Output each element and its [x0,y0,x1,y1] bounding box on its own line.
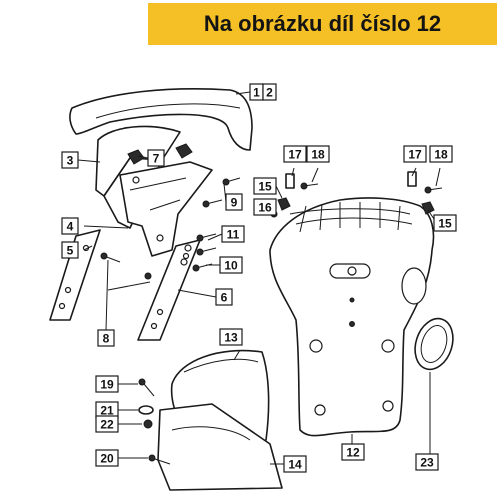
clips-7 [127,143,193,165]
label-2: 2 [266,86,273,100]
bracket-4 [119,161,213,257]
callout-18-left: 18 [306,145,330,163]
label-4: 4 [67,220,74,234]
label-15-right: 15 [438,217,452,231]
headlight-fairing [269,197,435,437]
callout-15-right: 15 [433,214,457,232]
callout-3: 3 [61,151,79,169]
callout-5: 5 [61,241,79,259]
callout-22: 22 [95,415,119,433]
strip-6 [137,239,201,341]
label-21: 21 [100,404,114,418]
label-6: 6 [221,291,228,305]
label-8: 8 [103,332,110,346]
callout-17-left: 17 [283,145,307,163]
label-18-right: 18 [434,148,448,162]
label-20: 20 [100,452,114,466]
label-22: 22 [100,418,114,432]
callout-9: 9 [225,193,243,211]
callout-12: 12 [341,443,365,461]
label-10: 10 [224,259,238,273]
label-9: 9 [231,196,238,210]
callout-10: 10 [219,256,243,274]
label-1: 1 [253,86,260,100]
label-3: 3 [67,154,74,168]
label-12: 12 [346,446,360,460]
callout-21: 21 [95,401,119,419]
callout-18-right: 18 [429,145,453,163]
callout-19: 19 [95,375,119,393]
callout-16: 16 [253,198,277,216]
banner-text: Na obrázku díl číslo 12 [203,11,442,36]
callout-15-left: 15 [253,177,277,195]
part-number-banner: Na obrázku díl číslo 12 [148,3,497,45]
lower-cover [157,349,283,491]
label-19: 19 [100,378,114,392]
label-7: 7 [153,152,160,166]
hardware-lower [138,378,171,465]
reflector [414,317,454,371]
callout-11: 11 [221,225,245,243]
callout-1-2: 1 2 [249,83,277,101]
label-11: 11 [227,228,240,242]
label-17-left: 17 [288,148,302,162]
screws-left [100,177,241,280]
label-17-right: 17 [408,148,422,162]
label-14: 14 [288,458,302,472]
callout-6: 6 [215,288,233,306]
callout-20: 20 [95,449,119,467]
label-18-left: 18 [311,148,325,162]
callout-13: 13 [219,328,243,346]
callout-7: 7 [147,149,165,167]
label-23: 23 [420,456,434,470]
callout-4: 4 [61,217,79,235]
callout-17-right: 17 [403,145,427,163]
label-5: 5 [67,244,74,258]
label-13: 13 [224,331,238,345]
callout-23: 23 [415,453,439,471]
label-15-left: 15 [258,180,272,194]
label-16: 16 [258,201,272,215]
callout-14: 14 [283,455,307,473]
callout-8: 8 [97,329,115,347]
